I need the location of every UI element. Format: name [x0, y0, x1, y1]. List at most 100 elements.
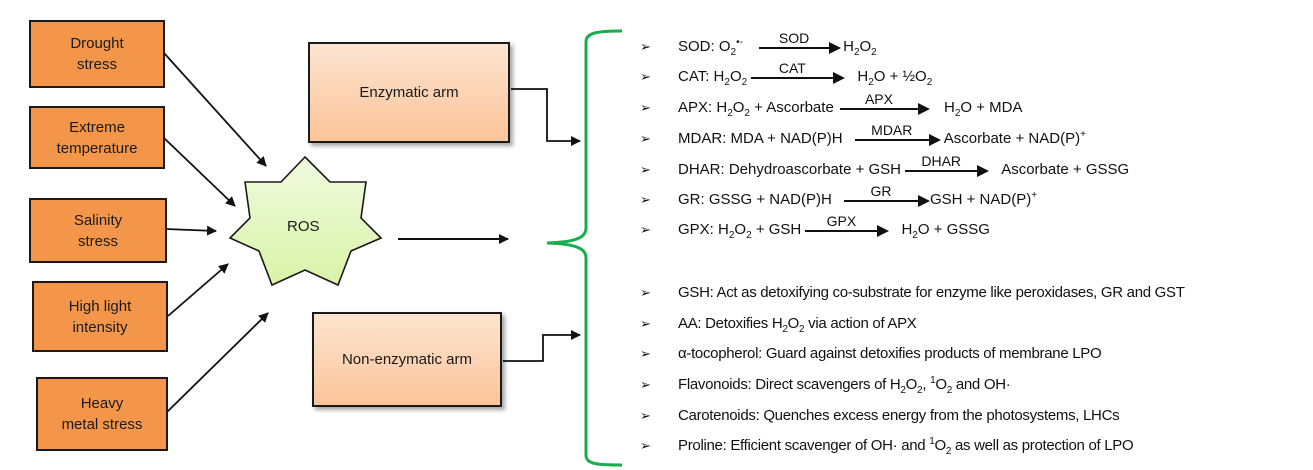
- bullet-icon: ➢: [640, 162, 651, 177]
- stress-label-line1: Extreme: [69, 118, 125, 136]
- bullet-icon: ➢: [640, 285, 651, 300]
- subscript: 2: [868, 77, 874, 88]
- enzymatic-arm-label: Enzymatic arm: [359, 84, 459, 101]
- ros-star-shape: [228, 155, 383, 287]
- reaction-arrow: MDAR: [854, 122, 941, 150]
- enzyme-label: GR: [870, 183, 892, 199]
- item-text: AA: Detoxifies H: [678, 315, 783, 332]
- item-text: O: [787, 315, 800, 332]
- reaction-product: GSH + NAD(P): [929, 191, 1032, 208]
- subscript: 2: [746, 230, 752, 241]
- bullet-icon: ➢: [640, 377, 651, 392]
- bullet-icon: ➢: [640, 438, 651, 453]
- bullet-icon: ➢: [640, 346, 651, 361]
- superscript: 1: [929, 436, 935, 447]
- subscript: 2: [926, 77, 933, 88]
- connector-non-enzymatic-arm: [503, 330, 581, 362]
- stress-label-line2: stress: [77, 232, 118, 250]
- reaction-substrate: MDAR: MDA + NAD(P)H: [678, 130, 843, 147]
- subscript: 2: [900, 385, 906, 396]
- enzyme-label: SOD: [778, 30, 810, 46]
- enzyme-label: DHAR: [921, 153, 962, 169]
- subscript: 2: [730, 47, 737, 58]
- bullet-icon: ➢: [640, 69, 651, 84]
- item-text: O: [935, 376, 947, 393]
- reaction-product: Ascorbate + NAD(P): [943, 130, 1081, 147]
- non-enzymatic-arm-box: Non-enzymatic arm: [312, 312, 502, 407]
- subscript: 2: [744, 108, 750, 119]
- reaction-arrow: APX: [839, 91, 930, 119]
- bullet-icon: ➢: [640, 316, 651, 331]
- subscript: 2: [912, 230, 918, 241]
- subscript: 2: [946, 385, 953, 396]
- reaction-product: O + MDA: [960, 99, 1023, 116]
- subscript: 2: [945, 446, 952, 457]
- subscript: 2: [727, 108, 733, 119]
- item-text: ,: [922, 376, 931, 393]
- connector-enzymatic-arm: [511, 88, 581, 146]
- reaction-product: O: [859, 38, 872, 55]
- reaction-arrow: GR: [843, 183, 930, 211]
- enzyme-label: APX: [864, 91, 893, 107]
- bullet-icon: ➢: [640, 131, 651, 146]
- reaction-substrate: O: [734, 221, 747, 238]
- reaction-product: O + ½O: [873, 68, 927, 85]
- enzyme-label: GPX: [826, 213, 857, 229]
- item-text: as well as protection of LPO: [951, 437, 1134, 454]
- subscript: 2: [853, 47, 860, 58]
- stress-label-line2: metal stress: [61, 416, 143, 433]
- item-text: and OH·: [951, 376, 1011, 393]
- reaction-product: Ascorbate + GSSG: [1001, 161, 1130, 178]
- superscript: •-: [736, 37, 743, 48]
- subscript: 2: [871, 47, 877, 58]
- item-text: GSH: Act as detoxifying co-substrate for…: [678, 284, 1185, 301]
- reaction-product: O + GSSG: [917, 221, 990, 238]
- enzyme-label: MDAR: [871, 122, 913, 138]
- item-text: via action of APX: [804, 315, 917, 332]
- reaction-arrow: GPX: [805, 213, 890, 241]
- reaction-substrate: O: [732, 99, 745, 116]
- curly-brace: [546, 29, 623, 467]
- reaction-substrate: CAT: H: [678, 68, 725, 85]
- subscript: 2: [954, 108, 961, 119]
- arrow-drought-to-ros: [163, 52, 267, 167]
- reaction-product: H: [843, 38, 854, 55]
- subscript: 2: [917, 385, 923, 396]
- arrow-highlight-to-ros: [167, 263, 229, 317]
- item-text: Flavonoids: Direct scavengers of H: [678, 376, 901, 393]
- arrow-salinity-to-ros: [165, 225, 217, 236]
- reaction-substrate: SOD: O: [678, 38, 731, 55]
- ros-label: ROS: [287, 218, 320, 235]
- reaction-arrow: DHAR: [905, 153, 990, 181]
- item-text: Proline: Efficient scavenger of OH· and: [678, 437, 930, 454]
- subscript: 2: [782, 324, 788, 335]
- bullet-icon: ➢: [640, 100, 651, 115]
- item-text: O: [905, 376, 918, 393]
- reaction-arrow: CAT: [751, 60, 846, 88]
- arrow-heavymetal-to-ros: [165, 312, 269, 414]
- reaction-substrate: GR: GSSG + NAD(P)H: [678, 191, 832, 208]
- superscript: 1: [930, 375, 936, 386]
- stress-label-line1: High light: [68, 297, 132, 315]
- arrow-temperature-to-ros: [163, 137, 236, 207]
- item-text: O: [934, 437, 946, 454]
- stress-label-line2: stress: [76, 56, 117, 73]
- superscript: +: [1031, 190, 1038, 201]
- superscript: +: [1080, 129, 1086, 140]
- bullet-icon: ➢: [640, 39, 651, 54]
- bullet-icon: ➢: [640, 192, 651, 207]
- subscript: 2: [724, 77, 730, 88]
- stress-label-line1: Heavy: [80, 395, 124, 412]
- stress-label-line1: Salinity: [73, 211, 123, 229]
- stress-label-line2: intensity: [72, 318, 128, 336]
- subscript: 2: [799, 324, 805, 335]
- reaction-substrate: + Ascorbate: [749, 99, 834, 116]
- non-enzymatic-arm-label: Non-enzymatic arm: [341, 351, 473, 368]
- bullet-icon: ➢: [640, 222, 651, 237]
- enzyme-label: CAT: [778, 60, 806, 76]
- stress-box-high-light: High light intensity: [32, 281, 168, 352]
- reaction-substrate: O: [729, 68, 742, 85]
